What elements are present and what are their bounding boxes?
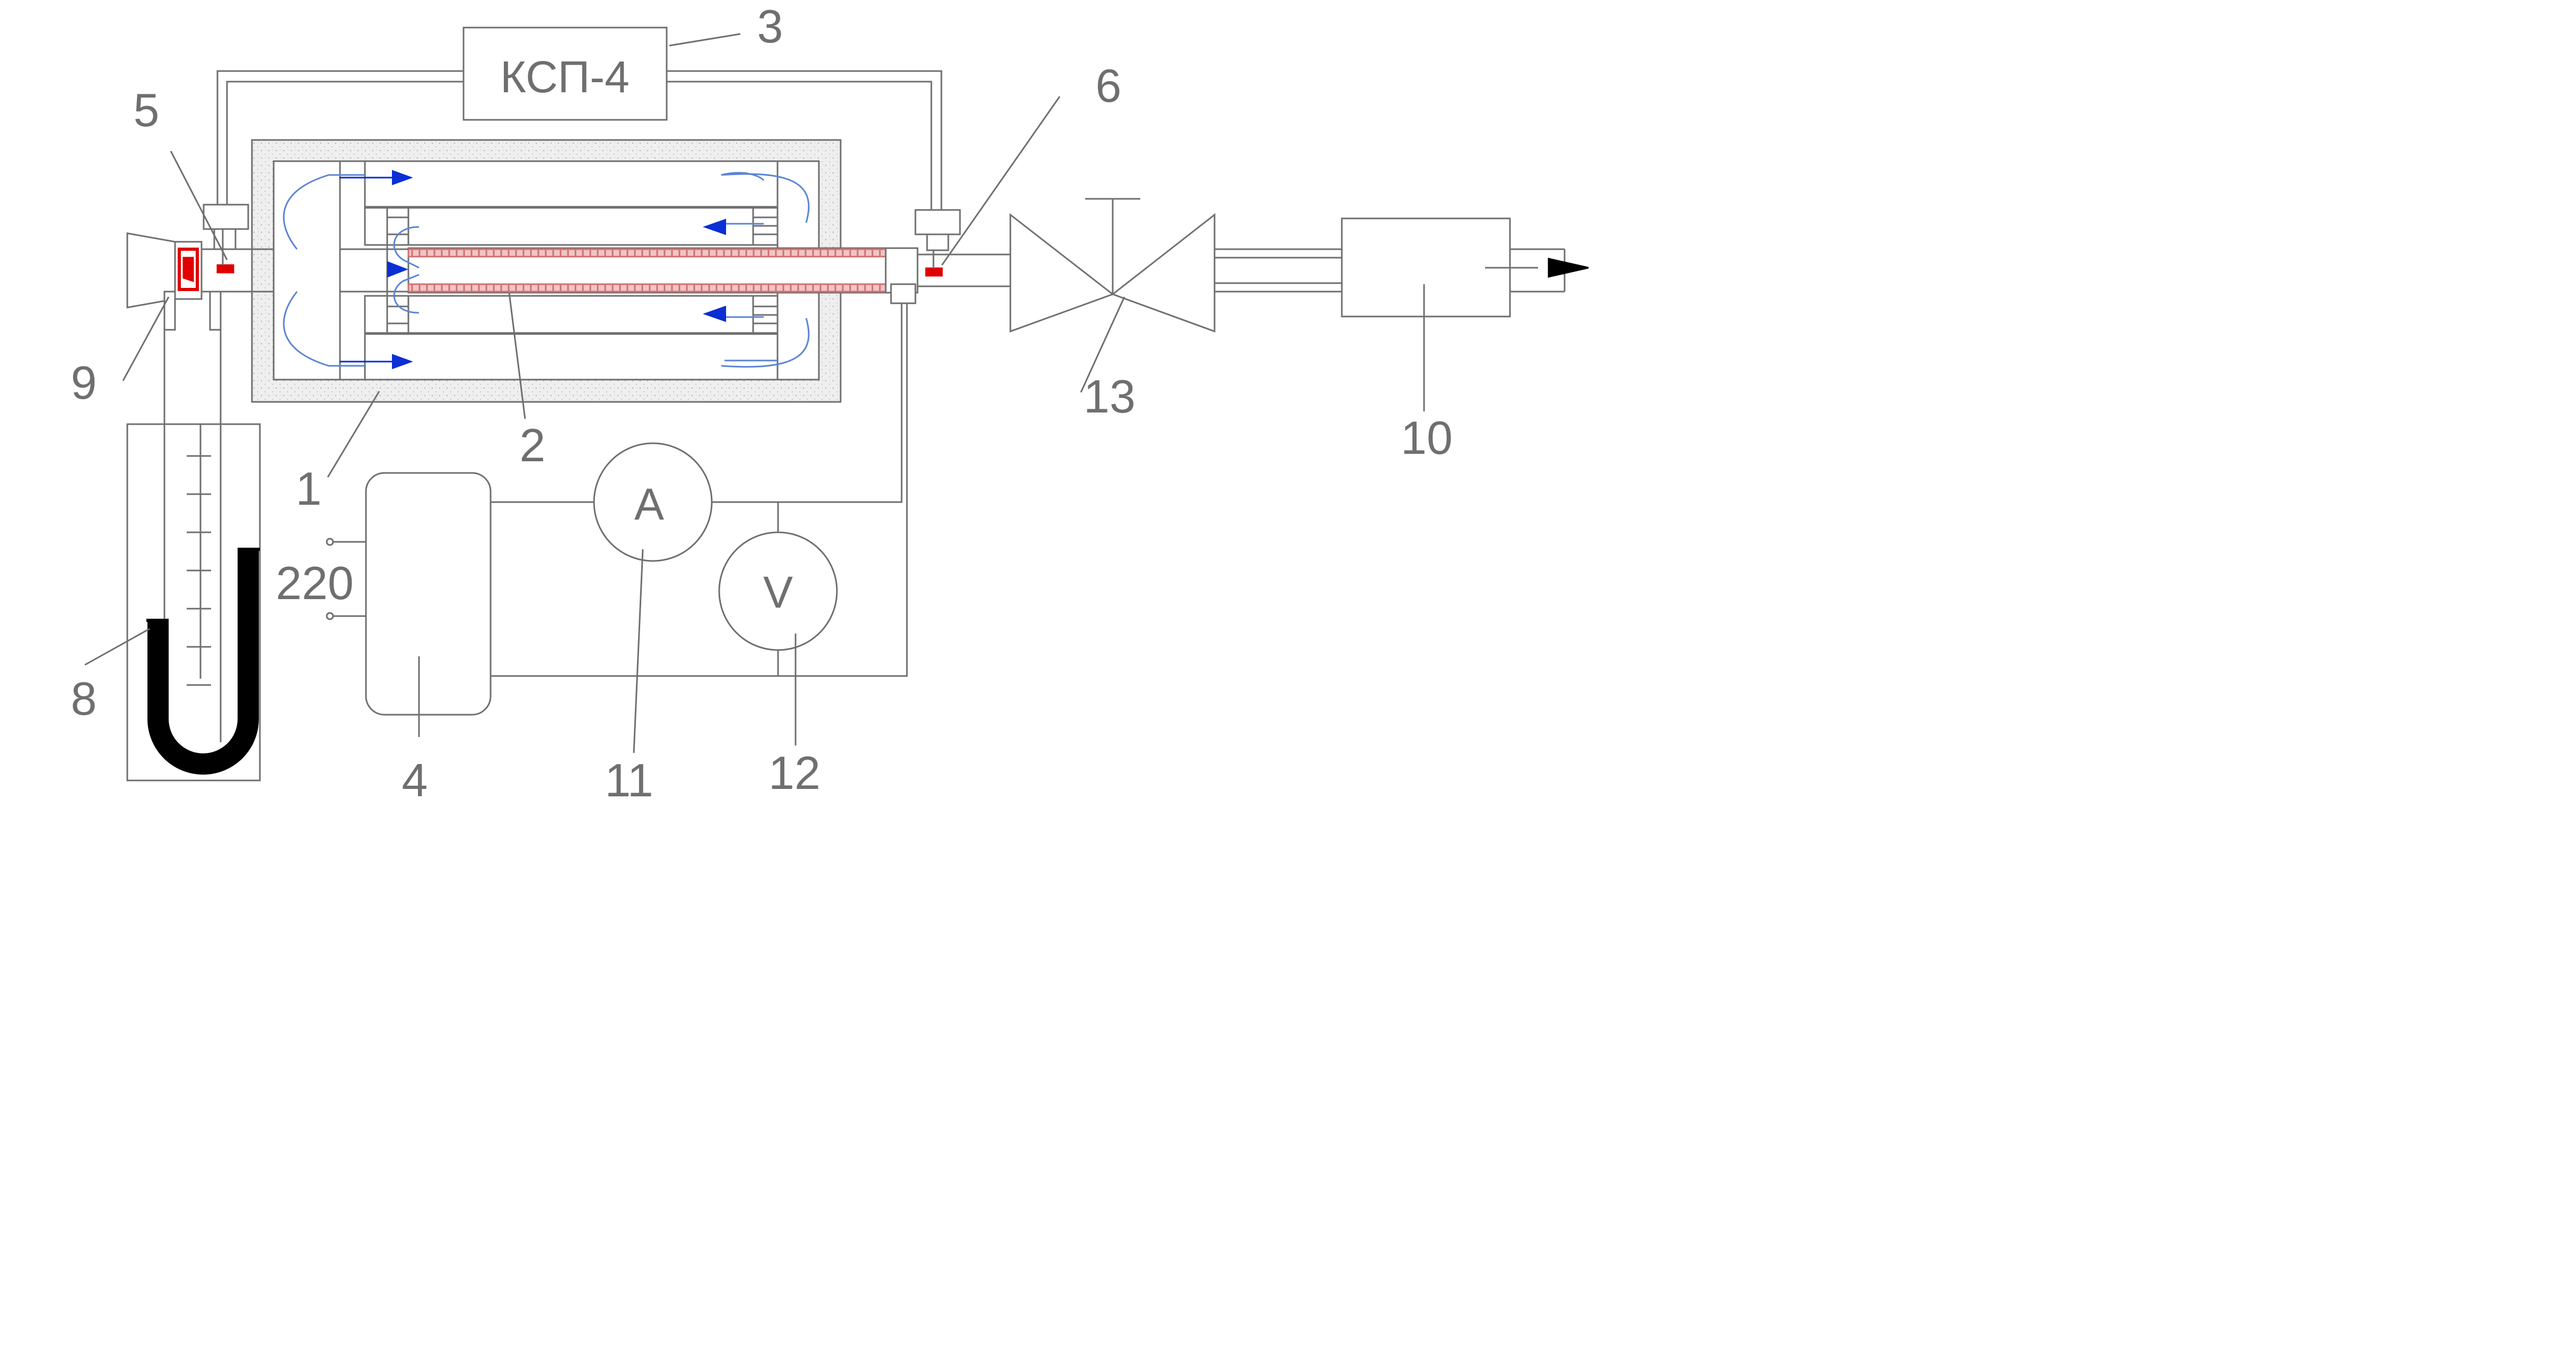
callout-10: 10 [1401,411,1453,464]
schematic [84,27,1589,782]
callout-8: 8 [71,672,97,725]
callout-4: 4 [402,754,428,806]
supply-voltage-label: 220 [276,557,354,609]
callout-13: 13 [1084,370,1136,423]
outlet-thermocouple [914,209,961,277]
inlet-thermocouple [203,204,249,274]
callout-12: 12 [769,747,820,799]
ammeter-symbol: A [634,479,664,529]
voltmeter-symbol: V [763,567,793,617]
flow-paths [283,172,810,368]
recorder-label: КСП-4 [500,52,630,102]
callout-1: 1 [296,462,322,515]
leader-lines [84,33,1425,753]
control-valve [1009,198,1216,333]
u-tube-manometer [126,330,261,782]
electrical-wiring [491,303,908,677]
callout-6: 6 [1096,59,1122,112]
power-supply [326,472,492,716]
outlet-pipe [918,248,1566,293]
labels: КСП-4 A V 220 3 5 6 9 1 2 13 10 8 4 11 1… [71,0,1453,806]
blower-unit [1341,217,1589,318]
callout-3: 3 [757,0,783,52]
heated-test-tube [407,247,912,294]
terminal-box [890,283,916,304]
inlet-nozzle [126,232,222,331]
insulated-housing [251,139,842,403]
callout-2: 2 [520,419,546,471]
callout-11: 11 [605,754,653,806]
flow-arrows [339,170,726,370]
recorder-ksp4 [216,27,942,210]
callout-5: 5 [134,84,160,136]
callout-9: 9 [71,356,97,409]
